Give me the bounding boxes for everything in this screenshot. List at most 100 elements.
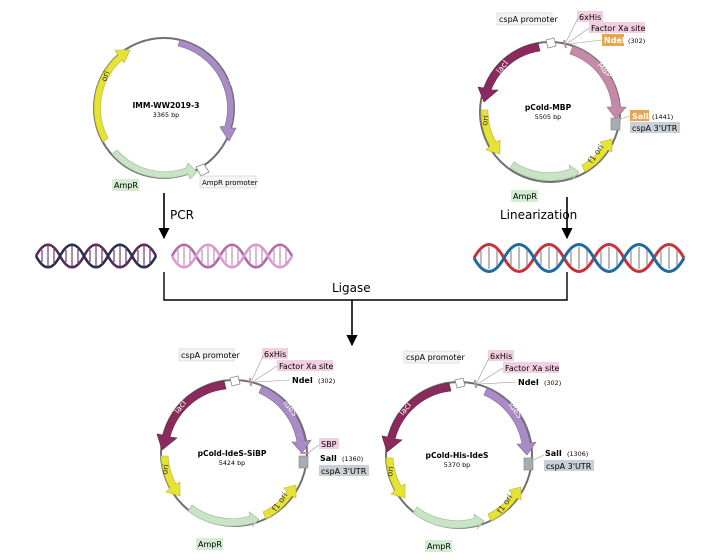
vector-sali-tag	[630, 110, 649, 121]
product2-cspa-utr-label: cspA 3'UTR	[546, 462, 592, 471]
vector-sali-position: (1441)	[652, 113, 673, 121]
vector-name: pCold-MBP	[525, 103, 572, 112]
vector-ampr-tag	[511, 190, 538, 202]
product2-ides-arrow	[483, 387, 537, 456]
product1-cspa-utr-label: cspA 3'UTR	[321, 467, 367, 476]
plasmid-template: IMM-WW2019-3 3365 bp IdeS ori AmpR AmpR …	[93, 37, 258, 191]
product1-f1ori-arrow	[262, 484, 297, 520]
product2-ndei-leader	[479, 381, 517, 385]
vector-ndei-leader	[568, 39, 603, 45]
product2-ampr-tag	[425, 540, 452, 552]
product1-sbp-label: SBP	[321, 440, 337, 449]
ligase-bracket	[163, 272, 568, 301]
template-ampr-promoter-tag	[199, 175, 257, 189]
product2-ori-label: ori	[385, 466, 396, 478]
product1-factor-xa-tag	[277, 360, 333, 371]
product1-ampr-label: AmpR	[198, 540, 222, 549]
product2-sali-position: (1306)	[567, 450, 588, 458]
plasmid-product2: pCold-His-IdeS 5370 bp lacI IdeS ori f1 …	[381, 350, 594, 552]
vector-his-label: 6xHis	[579, 13, 601, 22]
template-ampr-tag	[112, 179, 139, 191]
vector-ampr-label: AmpR	[513, 192, 537, 201]
linearization-label: Linearization	[500, 208, 577, 222]
template-name: IMM-WW2019-3	[132, 101, 199, 110]
vector-his-tag	[577, 11, 603, 22]
product2-factor-xa-tag	[503, 362, 559, 373]
product1-laci-arrow	[156, 380, 227, 451]
product2-name: pCold-His-IdeS	[426, 451, 489, 460]
plasmid-product1: pCold-IdeS-SiBP 5424 bp lacI IdeS ori f1…	[156, 348, 369, 550]
product2-cspa-promoter-marker	[454, 377, 466, 389]
linearized-vector-dna	[472, 243, 686, 273]
vector-his-leader	[565, 17, 579, 43]
product1-his-tag	[262, 348, 288, 359]
product1-his-label: 6xHis	[264, 350, 286, 359]
vector-cspa-promoter-tag	[496, 12, 553, 26]
ligase-label: Ligase	[332, 281, 371, 295]
product2-ori-arrow	[385, 457, 406, 499]
template-size: 3365 bp	[153, 111, 179, 119]
product2-sali-leader	[532, 454, 545, 461]
product1-cspa-promoter-label: cspA promoter	[181, 351, 240, 360]
vector-sali-label: SalI	[632, 112, 649, 121]
vector-cspa-promoter-label: cspA promoter	[499, 15, 558, 24]
product1-ides-arrow	[258, 385, 312, 454]
vector-ndei-label: NdeI	[604, 36, 625, 45]
plasmid-vector: pCold-MBP 5505 bp lacI MBP ori f1 ori cs…	[477, 11, 680, 202]
product2-cspa-promoter-tag	[403, 350, 460, 364]
product2-ndei-label: NdeI	[518, 378, 539, 387]
product2-factor-xa-leader	[478, 367, 504, 384]
pcr-label: PCR	[170, 208, 194, 222]
template-ampr-label: AmpR	[114, 181, 138, 190]
vector-factor-xa-leader	[567, 27, 590, 44]
vector-ndei-tag	[602, 34, 624, 46]
product2-his-marker	[474, 379, 477, 389]
product2-ampr-arrow	[412, 506, 485, 530]
vector-mbp-arrow	[569, 45, 627, 120]
product2-cspa-utr-tag	[544, 460, 594, 471]
vector-size: 5505 bp	[535, 113, 561, 121]
product1-sali-label: SalI	[320, 454, 337, 463]
product1-sali-position: (1360)	[342, 455, 363, 463]
vector-cspa-utr-tag	[630, 122, 680, 133]
pcr-product-dna-left	[34, 243, 158, 269]
product2-his-leader	[476, 357, 490, 383]
vector-cspa-utr-label: cspA 3'UTR	[632, 124, 678, 133]
product1-ndei-label: NdeI	[292, 376, 313, 385]
product1-cspa-utr-tag	[319, 465, 369, 476]
product2-ndei-position: (302)	[544, 379, 561, 387]
template-ampr-promoter-marker	[195, 163, 210, 177]
vector-his-marker	[563, 39, 567, 49]
product2-ampr-label: AmpR	[427, 542, 451, 551]
pcr-step: PCR	[158, 193, 194, 240]
product2-his-label: 6xHis	[490, 352, 512, 361]
vector-cspa-promoter-marker	[545, 37, 557, 49]
vector-ori-arrow	[480, 109, 501, 155]
vector-laci-arrow	[477, 42, 541, 103]
product1-cspa-promoter-tag	[178, 348, 235, 362]
pcr-product-dna-right	[170, 243, 294, 269]
product2-sali-label: SalI	[545, 449, 562, 458]
product1-ori-arrow	[160, 455, 181, 497]
product1-ndei-leader	[254, 379, 291, 383]
template-ori-arrow	[93, 49, 131, 143]
product1-ampr-arrow	[187, 504, 260, 528]
product2-cspa-utr-box	[523, 457, 534, 471]
vector-factor-xa-tag	[589, 22, 645, 33]
template-ampr-promoter-label: AmpR promoter	[202, 179, 258, 187]
product1-factor-xa-label: Factor Xa site	[279, 362, 333, 371]
linearization-step: Linearization	[500, 197, 577, 240]
product1-sbp-leader	[308, 444, 320, 453]
product1-his-leader	[251, 355, 264, 381]
template-ides-arrow	[177, 39, 237, 142]
vector-sali-leader	[619, 115, 631, 120]
product1-cspa-promoter-marker	[229, 375, 241, 387]
product1-cspa-utr-box	[298, 455, 309, 469]
product2-cspa-promoter-label: cspA promoter	[406, 353, 465, 362]
ligase-step: Ligase	[163, 272, 568, 347]
product1-sbp-tag	[319, 438, 339, 449]
product2-f1ori-arrow	[487, 486, 522, 522]
product2-laci-arrow	[381, 382, 452, 453]
product1-factor-xa-leader	[253, 365, 278, 382]
template-ampr-arrow	[111, 149, 198, 180]
